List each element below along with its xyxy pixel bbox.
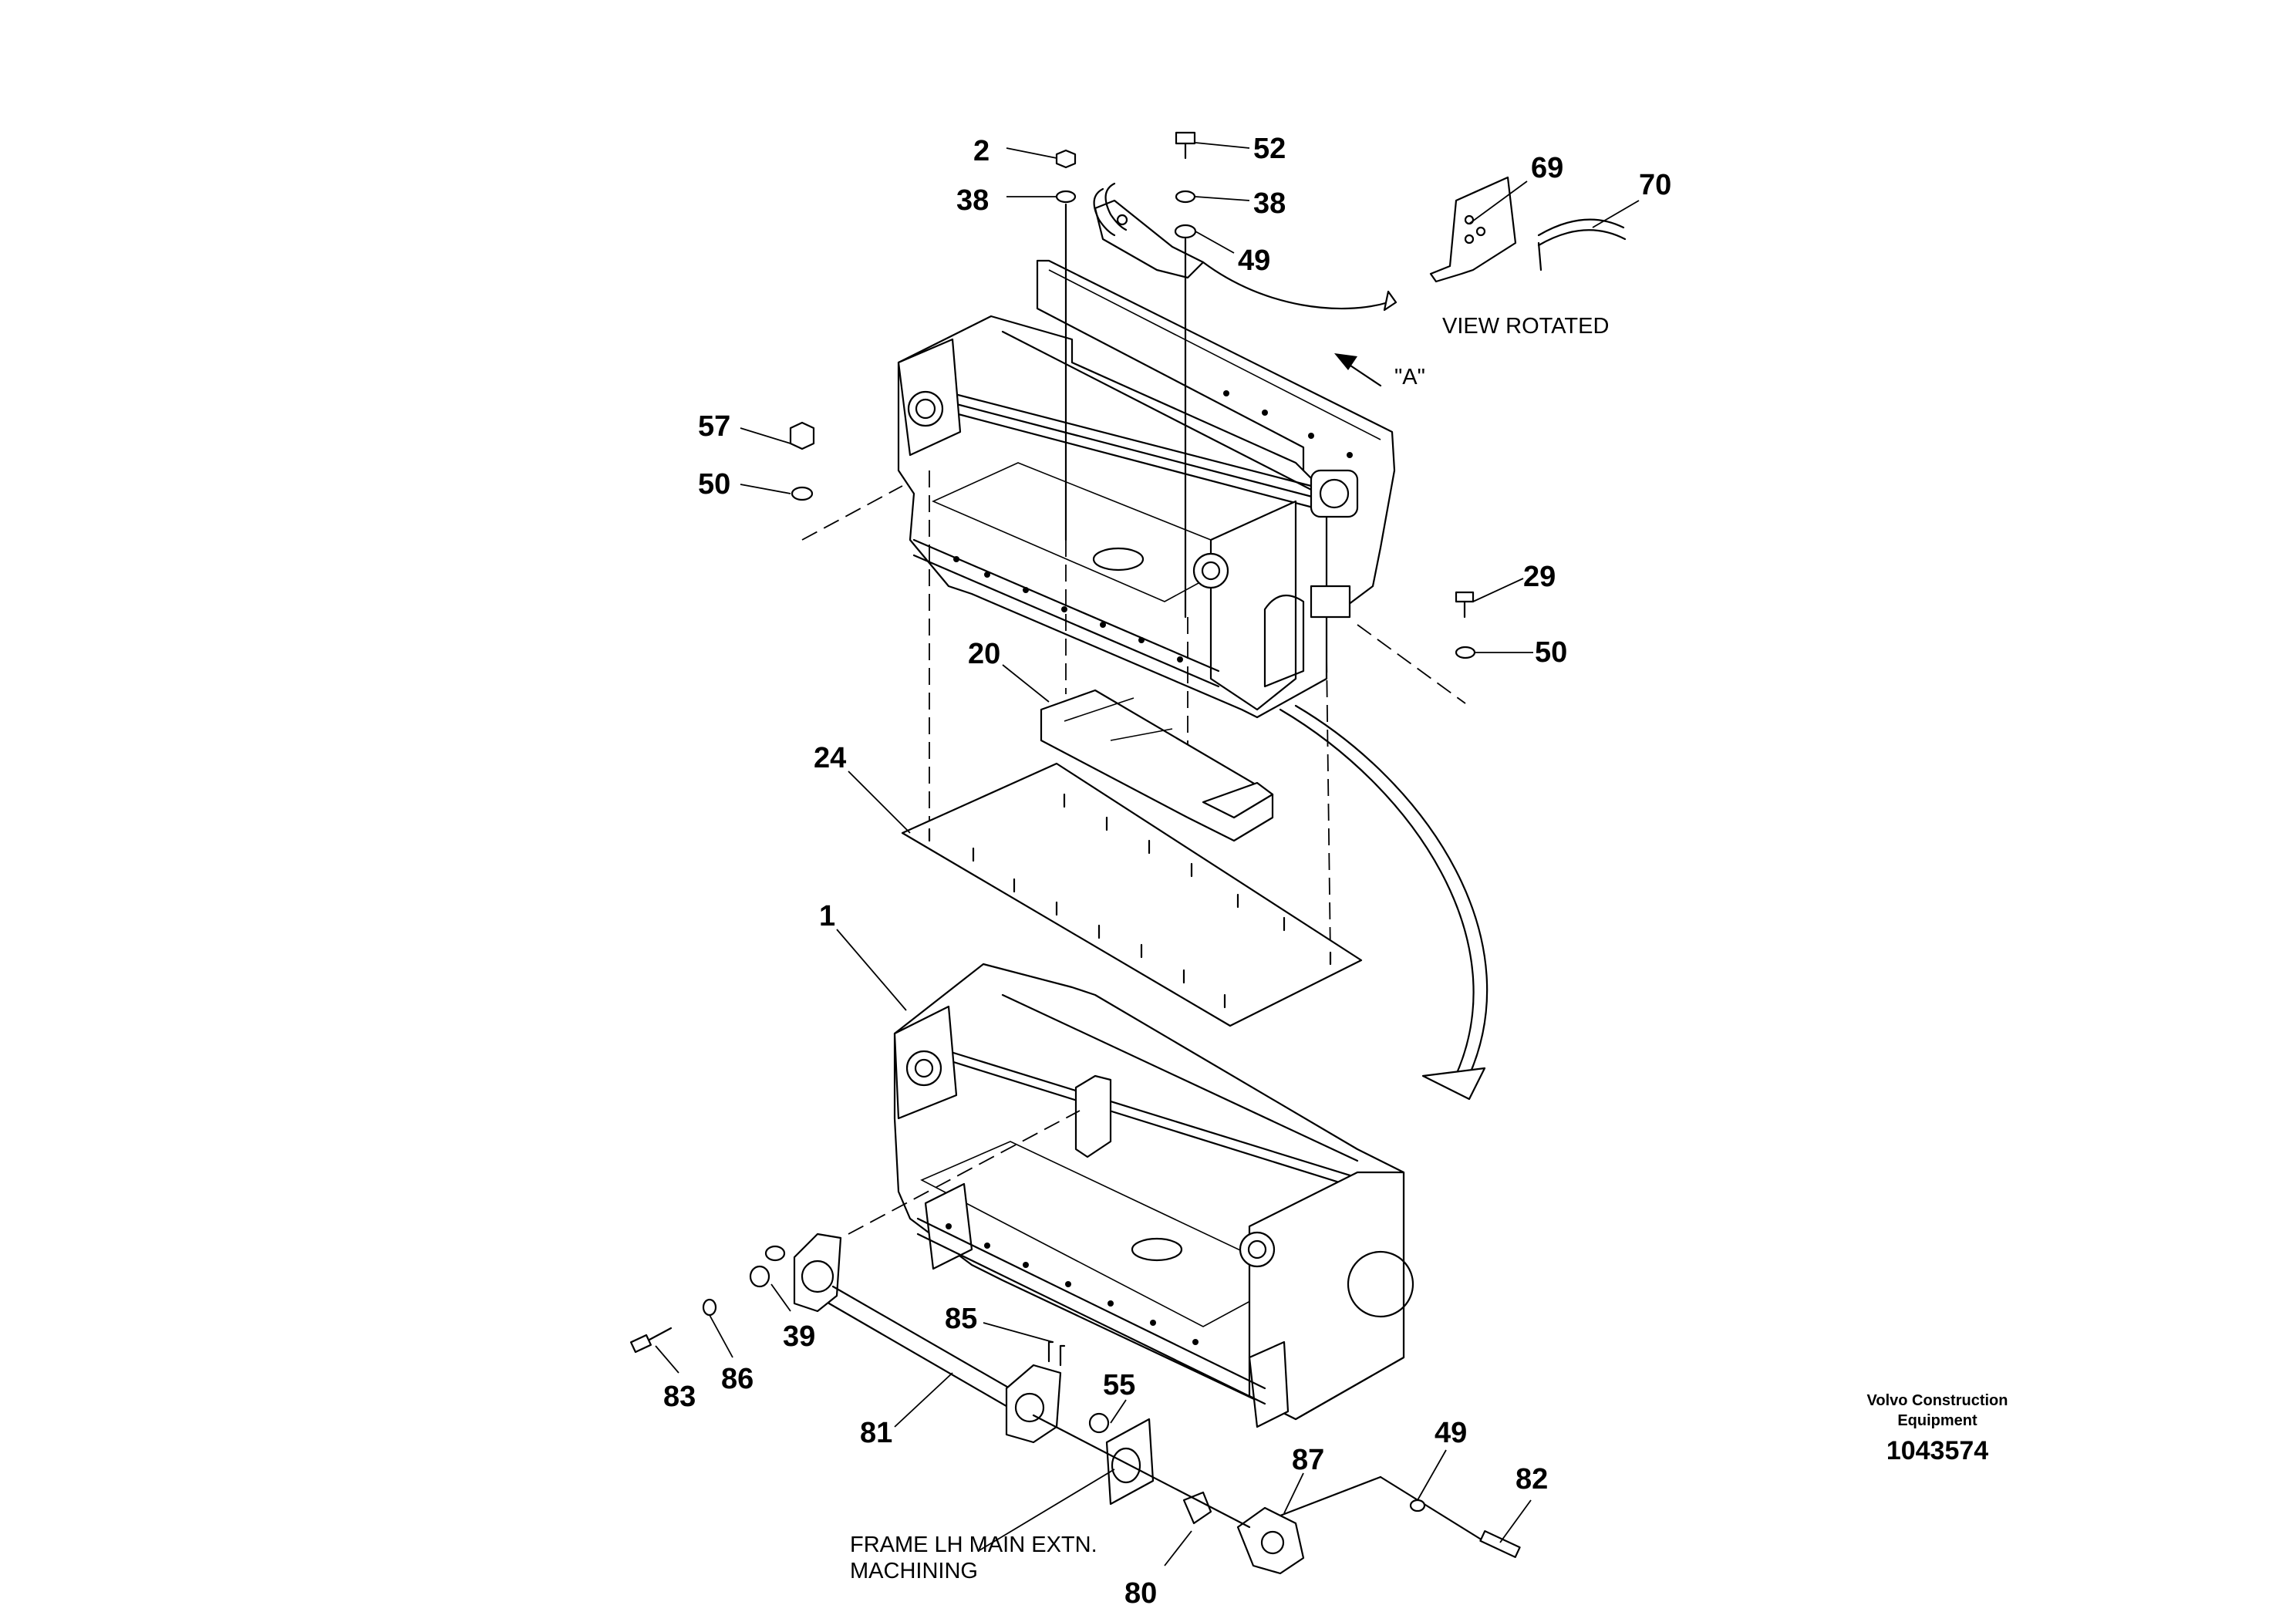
callout-1: 1	[819, 900, 835, 932]
callout-86: 86	[721, 1363, 754, 1395]
callout-82: 82	[1515, 1463, 1548, 1496]
callout-87: 87	[1292, 1444, 1324, 1476]
upper-frame-assembly	[897, 259, 1396, 719]
assembly-line-lower	[848, 1110, 1081, 1235]
plate-studs	[928, 793, 1332, 1009]
annotations: VIEW ROTATED "A" FRAME LH MAIN EXTN. MAC…	[850, 314, 1609, 1583]
frame-note-line2: MACHINING	[850, 1559, 978, 1583]
callout-2: 2	[973, 135, 990, 167]
part-20-trough	[1040, 689, 1274, 842]
callout-81: 81	[860, 1417, 892, 1449]
callout-70: 70	[1639, 169, 1671, 201]
callout-38-left: 38	[956, 184, 989, 217]
callout-39: 39	[783, 1320, 815, 1353]
lower-left-hardware	[629, 1245, 786, 1354]
callout-29: 29	[1523, 561, 1556, 593]
title-block: Volvo Construction Equipment 1043574	[1867, 1392, 2008, 1465]
frame-note-line1: FRAME LH MAIN EXTN.	[850, 1533, 1097, 1557]
callout-50-right: 50	[1535, 636, 1567, 669]
view-a-label: "A"	[1394, 365, 1425, 389]
rotation-arrow	[1279, 704, 1489, 1101]
callout-20: 20	[968, 638, 1000, 670]
lower-right-hardware	[1032, 1412, 1521, 1575]
upper-bracket-and-hose	[1093, 182, 1397, 312]
callout-83: 83	[663, 1381, 696, 1413]
callout-80: 80	[1124, 1577, 1157, 1610]
callout-38-right: 38	[1253, 187, 1286, 220]
document-number: 1043574	[1886, 1436, 1988, 1465]
callout-55: 55	[1103, 1369, 1135, 1401]
leader-lines	[655, 142, 1640, 1566]
callout-69: 69	[1531, 152, 1563, 184]
callout-49-lower: 49	[1435, 1417, 1467, 1449]
lower-frame-assembly	[893, 963, 1414, 1428]
callout-52: 52	[1253, 133, 1286, 165]
shaft-assembly	[793, 1233, 1066, 1444]
brand-line2: Equipment	[1897, 1412, 1977, 1429]
brand-line1: Volvo Construction	[1867, 1392, 2008, 1409]
callout-57: 57	[698, 410, 730, 443]
view-rotated-label: VIEW ROTATED	[1442, 314, 1609, 339]
callout-49-upper: 49	[1238, 244, 1270, 277]
view-rotated-detail	[1429, 176, 1627, 283]
view-a-arrow	[1334, 353, 1382, 387]
callout-50-left: 50	[698, 468, 730, 501]
assembly-lines-upper	[801, 470, 1466, 957]
callout-labels: 2 38 52 38 49 69 70 57 50 29 50 20 24 1 …	[663, 133, 1671, 1610]
callout-24: 24	[814, 742, 846, 774]
frame-bolt-holes	[953, 390, 1353, 663]
callout-85: 85	[945, 1303, 977, 1335]
part-24-plate	[901, 762, 1363, 1027]
lower-bolt-holes	[946, 1223, 1199, 1345]
